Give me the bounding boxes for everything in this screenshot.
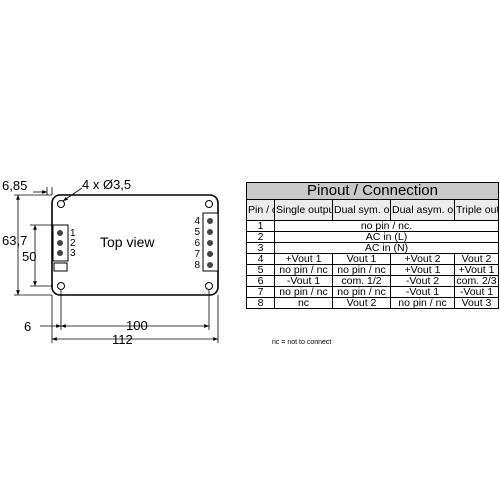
output-connector xyxy=(202,212,219,272)
dim-label-hole-spacing: 100 xyxy=(126,318,148,333)
pinout-table: Pinout / Connection Pin / con.Single out… xyxy=(245,182,500,309)
table-cell: no pin / nc xyxy=(274,264,333,276)
pin-label: 5 xyxy=(194,227,200,238)
dim-label-outer-height: 63,7 xyxy=(2,233,27,248)
dim-label-inner-height: 50 xyxy=(22,249,36,264)
table-cell: +Vout 1 xyxy=(274,253,333,265)
column-header: Single output xyxy=(274,199,333,221)
column-header: Triple output xyxy=(453,199,500,221)
pin-label: 1 xyxy=(70,228,76,239)
mounting-hole xyxy=(57,282,65,290)
pin-cell: 4 xyxy=(246,253,275,265)
pin-label: 6 xyxy=(194,238,200,249)
table-cell: no pin / nc xyxy=(274,286,333,298)
table-cell: nc xyxy=(274,297,333,309)
column-header: Pin / con. xyxy=(246,199,275,221)
table-cell: com. 2/3 xyxy=(453,275,500,287)
pin-label: 8 xyxy=(194,260,200,271)
pin-cell: 2 xyxy=(246,231,275,243)
pin-cell: 3 xyxy=(246,242,275,254)
input-connector xyxy=(52,224,69,272)
view-label: Top view xyxy=(100,234,155,250)
pin-cell: 1 xyxy=(246,220,275,232)
table-cell: Vout 2 xyxy=(453,253,500,265)
dim-label-outer-width: 112 xyxy=(112,332,133,347)
dim-label-pin-offset: 6 xyxy=(24,319,31,334)
pin-label: 3 xyxy=(70,248,76,259)
mounting-hole xyxy=(57,200,65,208)
pin-label: 4 xyxy=(194,216,200,227)
table-cell: -Vout 1 xyxy=(453,286,500,298)
table-cell: +Vout 2 xyxy=(390,253,455,265)
pin-cell: 7 xyxy=(246,286,275,298)
pin-label: 2 xyxy=(70,238,76,249)
dim-label-edge-offset: 6,85 xyxy=(2,178,27,193)
pin-cell: 5 xyxy=(246,264,275,276)
table-cell: no pin / nc xyxy=(332,286,391,298)
table-cell: AC in (N) xyxy=(273,242,500,254)
table-title: Pinout / Connection xyxy=(245,182,500,200)
pin-cell: 6 xyxy=(246,275,275,287)
mechanical-drawing: 1 2 3 4 5 6 7 8 Top view xyxy=(2,177,219,347)
right-pin-labels: 4 5 6 7 8 xyxy=(194,216,200,271)
dim-hole-leader xyxy=(62,187,83,202)
table-cell: +Vout 1 xyxy=(390,264,455,276)
mounting-hole xyxy=(205,282,213,290)
column-header: Dual sym. output xyxy=(332,199,391,221)
table-cell: com. 1/2 xyxy=(332,275,391,287)
table-cell: Vout 3 xyxy=(453,297,500,309)
table-cell: -Vout 2 xyxy=(390,275,455,287)
table-cell: -Vout 1 xyxy=(390,286,455,298)
table-cell: no pin / nc xyxy=(390,297,455,309)
table-cell: AC in (L) xyxy=(273,231,500,243)
mounting-holes xyxy=(57,200,213,290)
left-pin-labels: 1 2 3 xyxy=(70,228,76,259)
column-header: Dual asym. output xyxy=(390,199,455,221)
dim-label-holes: 4 x Ø3,5 xyxy=(82,177,131,192)
table-cell: Vout 2 xyxy=(332,297,391,309)
table-cell: +Vout 1 xyxy=(453,264,500,276)
table-cell: no pin / nc. xyxy=(273,220,500,232)
table-cell: Vout 1 xyxy=(332,253,391,265)
pin-label: 7 xyxy=(194,249,200,260)
table-footnote: nc = not to connect xyxy=(272,339,332,346)
mounting-hole xyxy=(205,200,213,208)
pin-cell: 8 xyxy=(246,297,275,309)
table-cell: no pin / nc xyxy=(332,264,391,276)
table-cell: -Vout 1 xyxy=(274,275,333,287)
